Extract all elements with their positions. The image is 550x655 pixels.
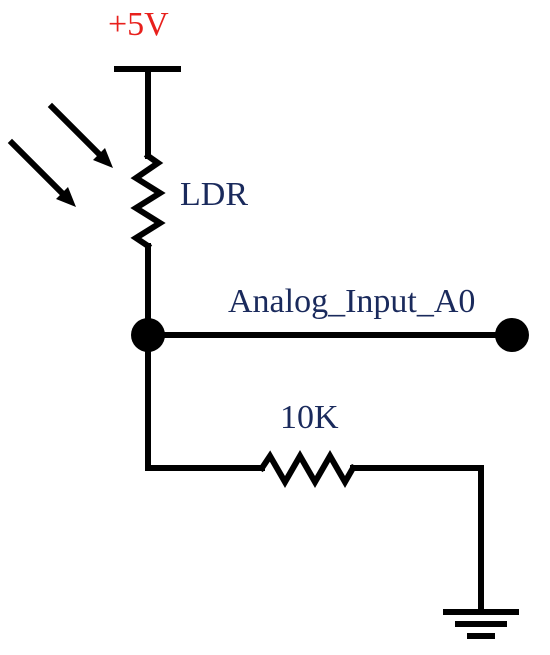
resistor-value-label: 10K: [280, 399, 339, 436]
resistor-to-ground-wire: [350, 465, 484, 615]
supply-voltage-label: +5V: [108, 6, 169, 43]
fixed-resistor-symbol: [257, 449, 358, 489]
light-arrow-lower: [7, 138, 76, 207]
ldr-resistor-symbol: [130, 151, 166, 251]
junction-to-resistor-wire: [145, 332, 265, 471]
ldr-label: LDR: [180, 176, 248, 213]
output-terminal: [495, 318, 529, 352]
ground-icon: [443, 609, 519, 639]
light-arrow-upper: [47, 102, 113, 168]
analog-input-label: Analog_Input_A0: [228, 283, 475, 320]
